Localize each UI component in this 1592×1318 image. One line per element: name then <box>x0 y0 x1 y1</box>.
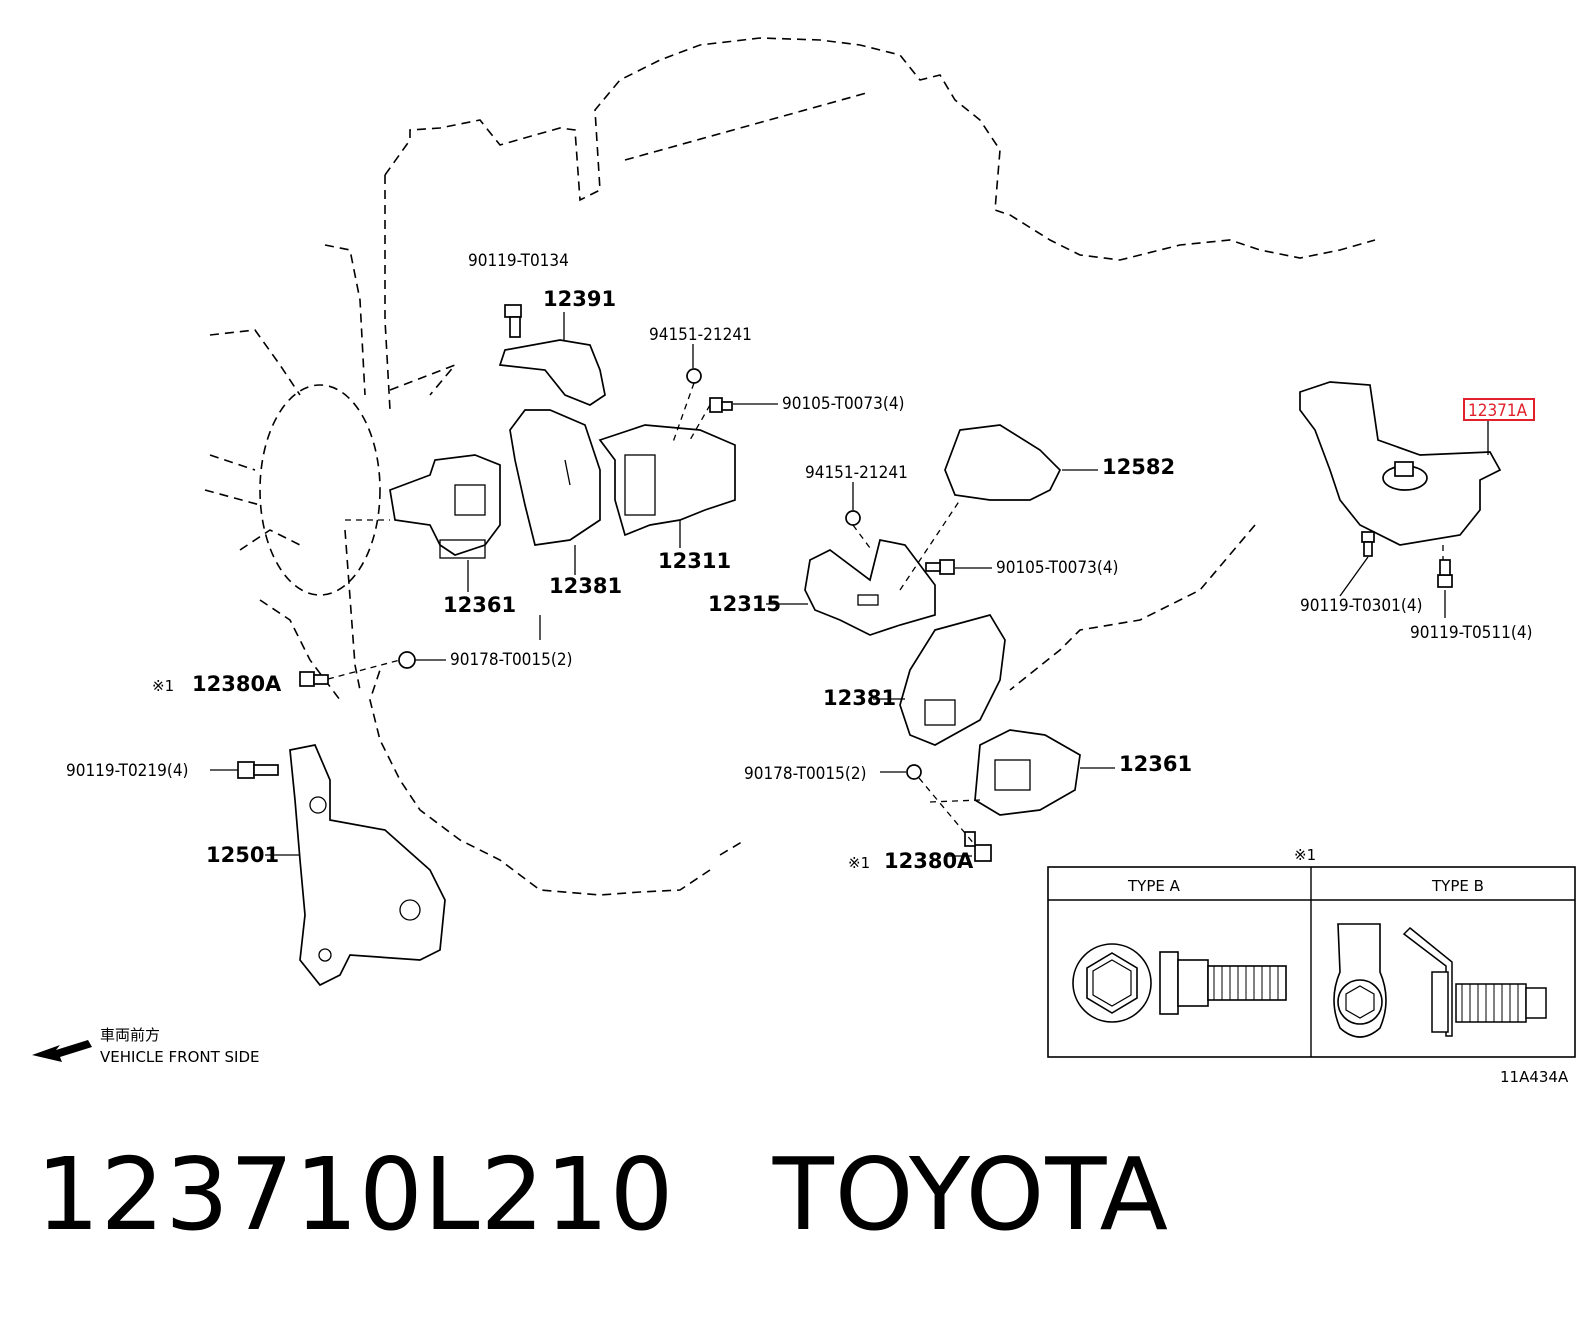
bolt-90105-T0073-b <box>925 559 955 575</box>
label-90119-T0219: 90119-T0219(4) <box>66 761 189 781</box>
part-12315-shape <box>804 539 936 636</box>
label-90178-T0015-a: 90178-T0015(2) <box>450 650 573 670</box>
label-90119-T0134: 90119-T0134 <box>468 251 569 271</box>
bolt-90105-T0073-a <box>709 397 733 413</box>
cooling-fan-outline <box>204 244 458 701</box>
part-12361-right-shape <box>974 729 1081 816</box>
label-12582: 12582 <box>1102 455 1175 479</box>
label-12381-a: 12381 <box>549 574 622 598</box>
bolt-90119-T0511 <box>1437 559 1453 588</box>
part-12311-shape <box>598 424 736 537</box>
part-12381-left-shape <box>509 409 601 546</box>
label-12391: 12391 <box>543 287 616 311</box>
label-94151-21241-b: 94151-21241 <box>805 463 908 483</box>
part-12371A-shape <box>1299 381 1502 546</box>
part-12391-shape <box>498 339 606 406</box>
bolt-12380A-left <box>299 671 329 687</box>
assembly-dotted-lines <box>327 382 1444 846</box>
label-12380A-a: 12380A <box>192 672 282 696</box>
highlight-box-12371A <box>1463 398 1535 421</box>
vehicle-front-arrow-icon <box>32 1040 92 1062</box>
nut-90178-T0015-a <box>398 651 416 669</box>
label-90119-T0511: 90119-T0511(4) <box>1410 623 1533 643</box>
label-12381-b: 12381 <box>823 686 896 710</box>
parts-diagram: 90119-T0134 12391 94151-21241 90105-T007… <box>32 37 1576 1086</box>
footer-title: 123710L210 TOYOTA <box>36 1130 1169 1260</box>
diagram-code: 11A434A <box>1500 1068 1569 1086</box>
engine-outline <box>369 37 1376 896</box>
part-12582-shape <box>944 424 1062 501</box>
part-12381-right-shape <box>899 614 1006 746</box>
label-12315: 12315 <box>708 592 781 616</box>
bolt-90119-T0219 <box>237 761 279 779</box>
label-12371A: 12371A <box>1468 401 1528 421</box>
part-12501-shape <box>289 744 446 987</box>
label-12501: 12501 <box>206 843 279 867</box>
type-b-bolt-icon <box>1333 923 1547 1038</box>
footer-brand: TOYOTA <box>772 1136 1170 1253</box>
bolt-90119-T0301 <box>1361 531 1375 557</box>
inset-type-b-label: TYPE B <box>1431 877 1484 895</box>
bolt-type-inset: ※1 TYPE A TYPE B <box>1047 846 1576 1058</box>
inset-type-a-label: TYPE A <box>1127 877 1181 895</box>
label-90178-T0015-b: 90178-T0015(2) <box>744 764 867 784</box>
inset-ref-mark: ※1 <box>1294 846 1316 864</box>
nut-94151-21241-b <box>845 510 861 526</box>
type-a-bolt-icon <box>1072 943 1287 1023</box>
ref-mark-1-b: ※1 <box>848 854 870 872</box>
vehicle-front-label-en: VEHICLE FRONT SIDE <box>100 1048 260 1066</box>
nut-90178-T0015-b <box>906 764 922 780</box>
label-90105-T0073-a: 90105-T0073(4) <box>782 394 905 414</box>
label-90119-T0301: 90119-T0301(4) <box>1300 596 1423 616</box>
label-90105-T0073-b: 90105-T0073(4) <box>996 558 1119 578</box>
label-12311: 12311 <box>658 549 731 573</box>
bolt-90119-T0134 <box>504 304 522 338</box>
nut-94151-21241-a <box>686 368 702 384</box>
label-12380A-b: 12380A <box>884 849 974 873</box>
vehicle-front-label-jp: 車両前方 <box>100 1026 160 1044</box>
footer-part-number: 123710L210 <box>36 1136 675 1253</box>
leader-lines <box>210 312 1489 857</box>
ref-mark-1-a: ※1 <box>152 677 174 695</box>
part-12361-left-shape <box>389 454 501 559</box>
label-12361-b: 12361 <box>1119 752 1192 776</box>
label-12361-a: 12361 <box>443 593 516 617</box>
label-94151-21241-a: 94151-21241 <box>649 325 752 345</box>
